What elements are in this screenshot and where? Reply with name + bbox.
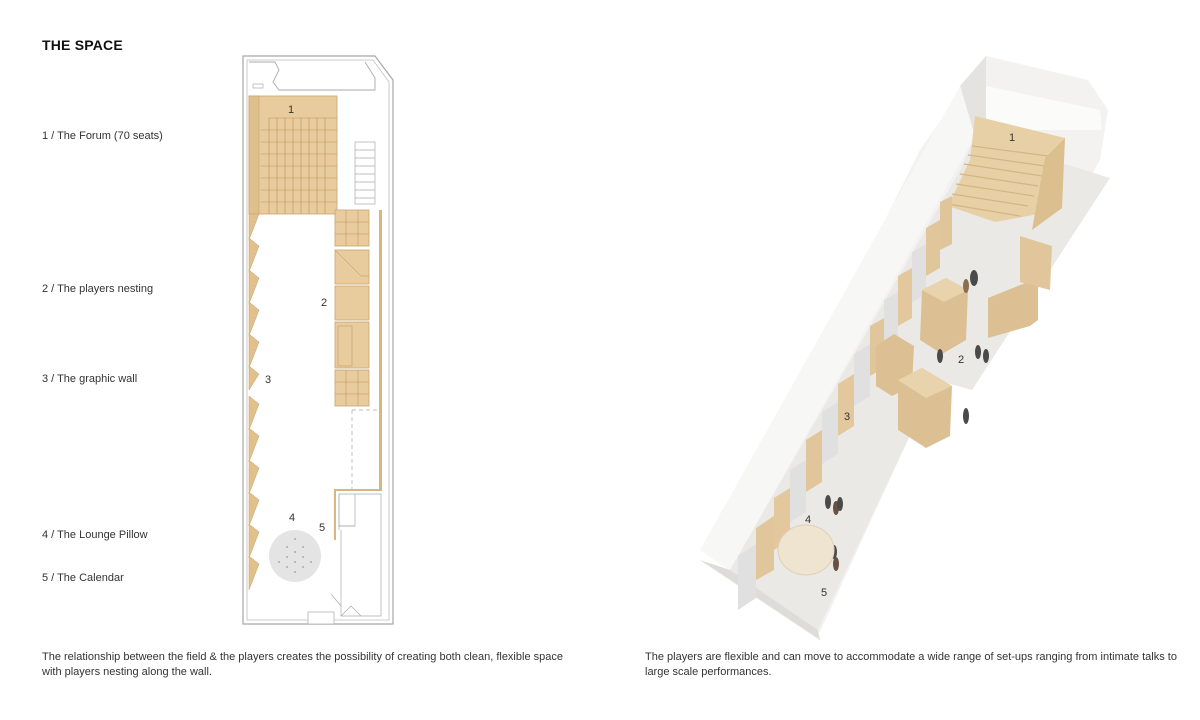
iso-lounge-pillow: 4: [777, 514, 835, 576]
legend-item-graphic-wall: 3 / The graphic wall: [42, 373, 138, 385]
plan-marker-2: 2: [321, 297, 327, 309]
stair: [354, 141, 376, 205]
plan-marker-1: 1: [288, 104, 294, 116]
legend-item-players-nesting: 2 / The players nesting: [42, 283, 154, 295]
lounge-pillow: 4: [269, 512, 321, 582]
iso-marker-5: 5: [821, 587, 827, 599]
forum-seating: 1: [248, 95, 338, 215]
plan-marker-3: 3: [265, 374, 271, 386]
legend-item-lounge-pillow: 4 / The Lounge Pillow: [42, 529, 148, 541]
players-nesting: [334, 209, 370, 407]
legend-item-forum: 1 / The Forum (70 seats): [42, 130, 163, 142]
caption-right: The players are flexible and can move to…: [645, 651, 1177, 678]
plan-marker-5: 5: [319, 522, 325, 534]
iso-forum: 1: [947, 116, 1065, 230]
legend-item-calendar: 5 / The Calendar: [42, 572, 124, 584]
iso-marker-3: 3: [844, 411, 850, 423]
graphic-wall: [248, 213, 260, 591]
iso-marker-4: 4: [805, 514, 811, 526]
plan-marker-4: 4: [289, 512, 295, 524]
iso-players: 2: [876, 236, 1052, 448]
caption-left: The relationship between the field & the…: [42, 651, 563, 678]
isometric-view: 1 3 2 4 5: [700, 56, 1110, 640]
floor-plan: 1 3 2: [242, 55, 394, 625]
page-title: THE SPACE: [42, 37, 123, 53]
iso-marker-1: 1: [1009, 132, 1015, 144]
iso-marker-2: 2: [958, 354, 964, 366]
